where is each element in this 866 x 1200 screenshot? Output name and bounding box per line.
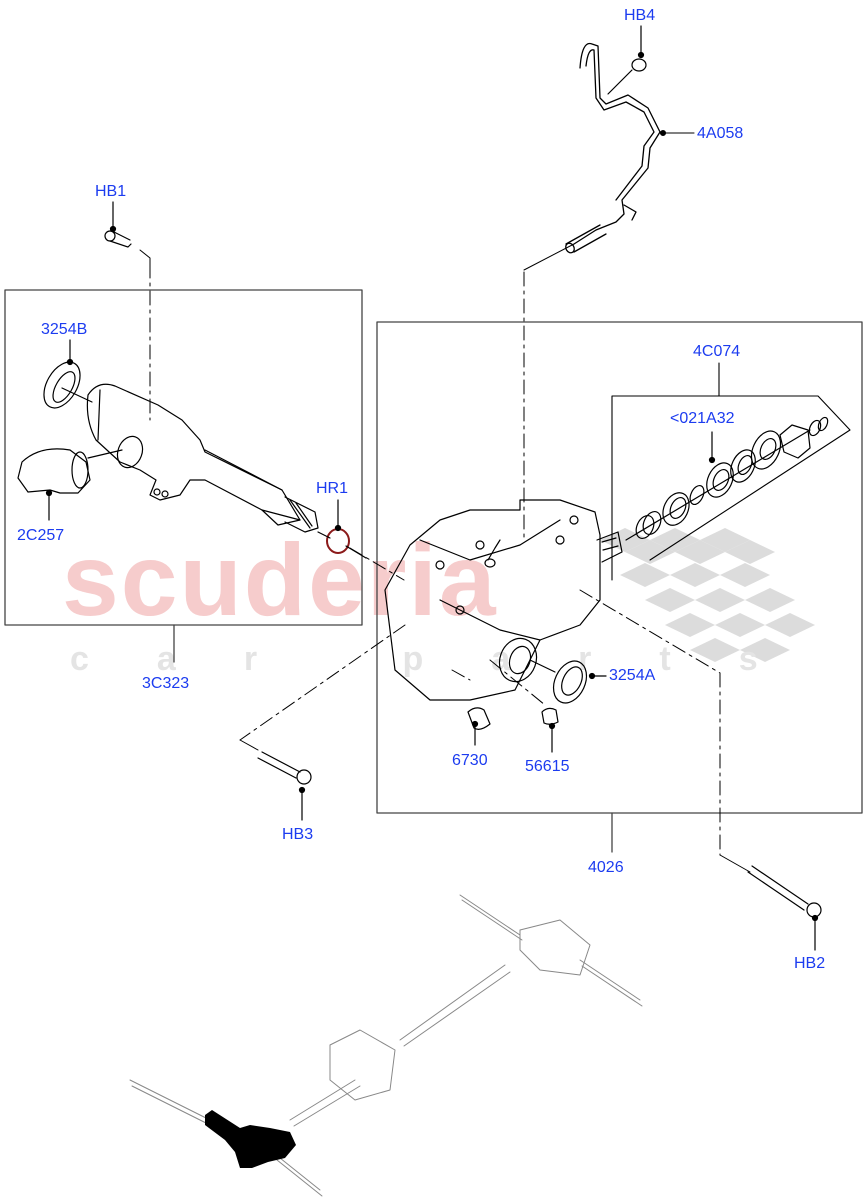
callout-4026[interactable]: 4026 <box>588 859 624 876</box>
locator-driveline <box>129 894 643 1197</box>
bearing-kit-4C074 <box>625 416 829 541</box>
circlip-HR1 <box>317 499 367 559</box>
callout-4C074[interactable]: 4C074 <box>693 343 741 360</box>
callout-3C323[interactable]: 3C323 <box>142 675 190 692</box>
plug-56615 <box>541 707 559 753</box>
group-box-4026 <box>376 321 863 853</box>
assembly-centerlines <box>149 263 721 856</box>
bolt-HB2 <box>747 865 822 951</box>
callout-3254A[interactable]: 3254A <box>609 667 656 684</box>
ptu-housing-4026 <box>384 499 623 701</box>
group-box-4C074 <box>611 362 851 581</box>
seal-3254A <box>529 659 607 704</box>
pipe-4A058 <box>565 42 661 254</box>
callout-6730[interactable]: 6730 <box>452 752 488 769</box>
seal-3254B <box>43 339 93 409</box>
bolt-HB3 <box>257 751 312 821</box>
callout-3254B[interactable]: 3254B <box>41 321 88 338</box>
callout-HB2[interactable]: HB2 <box>794 955 826 972</box>
bolt-HB1 <box>104 201 132 248</box>
leader-4A058 <box>659 129 695 137</box>
callout-021A32[interactable]: <021A32 <box>670 410 735 427</box>
locator-highlight <box>205 1110 296 1168</box>
clip-HB4 <box>607 25 647 95</box>
callout-HR1[interactable]: HR1 <box>316 480 349 497</box>
group-box-3C323 <box>4 289 363 663</box>
shaft-assembly-3C323 <box>86 383 319 533</box>
callout-4A058[interactable]: 4A058 <box>697 125 744 142</box>
callout-HB4[interactable]: HB4 <box>624 7 656 24</box>
callout-56615[interactable]: 56615 <box>525 758 570 775</box>
callout-2C257[interactable]: 2C257 <box>17 527 65 544</box>
callout-HB3[interactable]: HB3 <box>282 826 314 843</box>
callout-HB1[interactable]: HB1 <box>95 183 127 200</box>
plug-6730 <box>467 707 491 746</box>
motor-2C257 <box>17 448 123 521</box>
